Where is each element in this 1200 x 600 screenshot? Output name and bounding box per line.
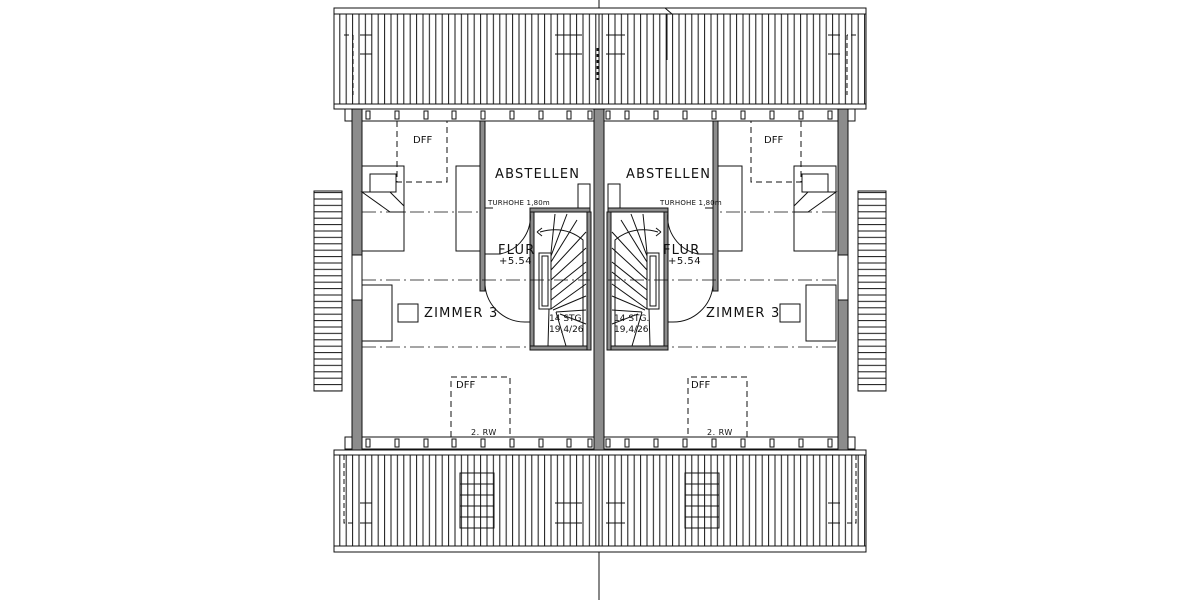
left-side-rafters: [313, 190, 343, 392]
gutter-note-left: 2. RW: [471, 428, 497, 437]
right-side-rafters: [857, 190, 887, 392]
room-label-storage-right: ABSTELLEN: [626, 167, 712, 182]
room-label-hall-right: FLUR: [663, 243, 701, 258]
stair-ratio-right: 19,4/26: [614, 325, 649, 335]
room-label-zimmer-left: ZIMMER 3: [424, 306, 499, 321]
walls: [344, 108, 856, 451]
right-unit: [606, 120, 838, 437]
stair-ratio-left: 19,4/26: [549, 325, 584, 335]
gutter-note-right: 2. RW: [707, 428, 733, 437]
top-roof: [333, 7, 867, 110]
hall-level-left: +5.54: [499, 256, 533, 267]
skylight-label-top-left: DFF: [413, 135, 433, 146]
room-label-zimmer-right: ZIMMER 3: [706, 306, 781, 321]
room-label-storage-left: ABSTELLEN: [495, 167, 581, 182]
skylight-label-bottom-right: DFF: [691, 380, 711, 391]
stair-count-right: 14 STG.: [614, 314, 650, 324]
stair-count-left: 14 STG.: [549, 314, 585, 324]
left-unit: [360, 120, 592, 437]
door-height-note-left: TURHOHE 1,80m: [488, 199, 550, 207]
door-height-note-right: TURHOHE 1,80m: [660, 199, 722, 207]
bottom-roof: [333, 449, 867, 553]
hall-level-right: +5.54: [668, 256, 702, 267]
skylight-label-bottom-left: DFF: [456, 380, 476, 391]
skylight-label-top-right: DFF: [764, 135, 784, 146]
room-label-hall-left: FLUR: [498, 243, 536, 258]
